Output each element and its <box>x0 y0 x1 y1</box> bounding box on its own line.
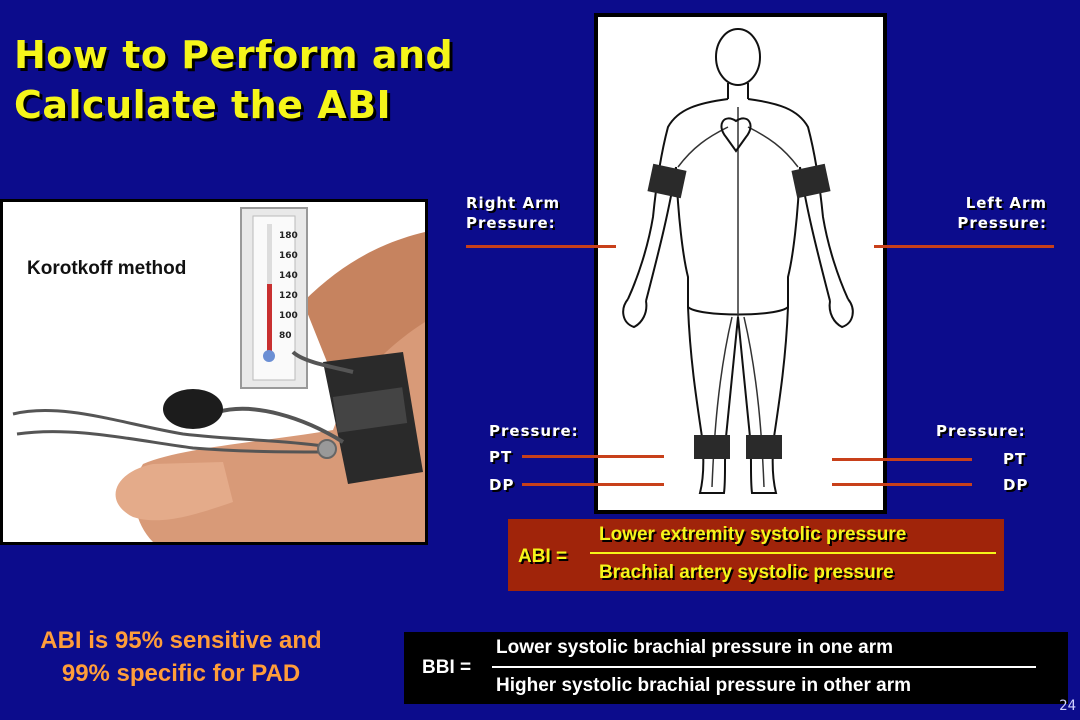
bbi-formula-label: BBI = <box>422 657 472 678</box>
human-figure-icon <box>622 28 854 494</box>
slide-title: How to Perform and Calculate the ABI <box>14 30 453 130</box>
right-arm-pressure-label: Right Arm Pressure: <box>466 193 560 233</box>
bbi-numerator: Lower systolic brachial pressure in one … <box>496 637 894 658</box>
right-pt-leader-line <box>522 455 664 458</box>
abi-accuracy-statement: ABI is 95% sensitive and 99% specific fo… <box>6 624 356 690</box>
right-leg-pressure-label: Pressure: <box>489 422 579 440</box>
page-number: 24 <box>1059 698 1076 714</box>
gauge-tick: 140 <box>279 271 298 281</box>
left-arm-pressure-text: Pressure: <box>957 214 1047 232</box>
abi-formula: ABI = Lower extremity systolic pressure … <box>508 519 1004 591</box>
right-arm-pressure-text: Pressure: <box>466 214 556 232</box>
korotkoff-method-label: Korotkoff method <box>27 258 187 279</box>
sphygmomanometer-illustration <box>12 207 425 542</box>
right-pt-label: PT <box>489 448 513 466</box>
abi-numerator: Lower extremity systolic pressure <box>599 524 907 545</box>
gauge-tick: 80 <box>279 331 292 341</box>
left-dp-label: DP <box>1003 476 1029 494</box>
abi-denominator: Brachial artery systolic pressure <box>599 562 894 583</box>
right-arm-text: Right Arm <box>466 194 561 212</box>
left-arm-pressure-label: Left Arm Pressure: <box>943 193 1047 233</box>
left-pt-label: PT <box>1003 450 1027 468</box>
stat-line-1: ABI is 95% sensitive and <box>40 627 322 654</box>
right-arm-leader-line <box>466 245 616 248</box>
left-leg-pressure-label: Pressure: <box>936 422 1026 440</box>
stat-line-2: 99% specific for PAD <box>61 660 301 687</box>
left-arm-text: Left Arm <box>965 194 1047 212</box>
gauge-tick: 120 <box>279 291 298 301</box>
left-arm-leader-line <box>874 245 1054 248</box>
left-pt-leader-line <box>832 458 972 461</box>
right-dp-leader-line <box>522 483 664 486</box>
title-line-2: Calculate the ABI <box>14 83 392 127</box>
right-dp-label: DP <box>489 476 515 494</box>
bbi-fraction-bar <box>492 666 1036 668</box>
abi-fraction-bar <box>590 552 996 554</box>
gauge-tick: 180 <box>279 231 298 241</box>
body-diagram <box>594 13 887 514</box>
gauge-scale: 180 160 140 120 100 80 <box>279 226 298 346</box>
title-line-1: How to Perform and <box>14 33 454 77</box>
bbi-denominator: Higher systolic brachial pressure in oth… <box>496 675 911 696</box>
korotkoff-illustration: Korotkoff method 180 160 140 120 100 80 <box>0 199 428 545</box>
gauge-tick: 100 <box>279 311 298 321</box>
abi-formula-label: ABI = <box>518 546 568 567</box>
bbi-formula: BBI = Lower systolic brachial pressure i… <box>404 632 1068 704</box>
left-dp-leader-line <box>832 483 972 486</box>
gauge-tick: 160 <box>279 251 298 261</box>
